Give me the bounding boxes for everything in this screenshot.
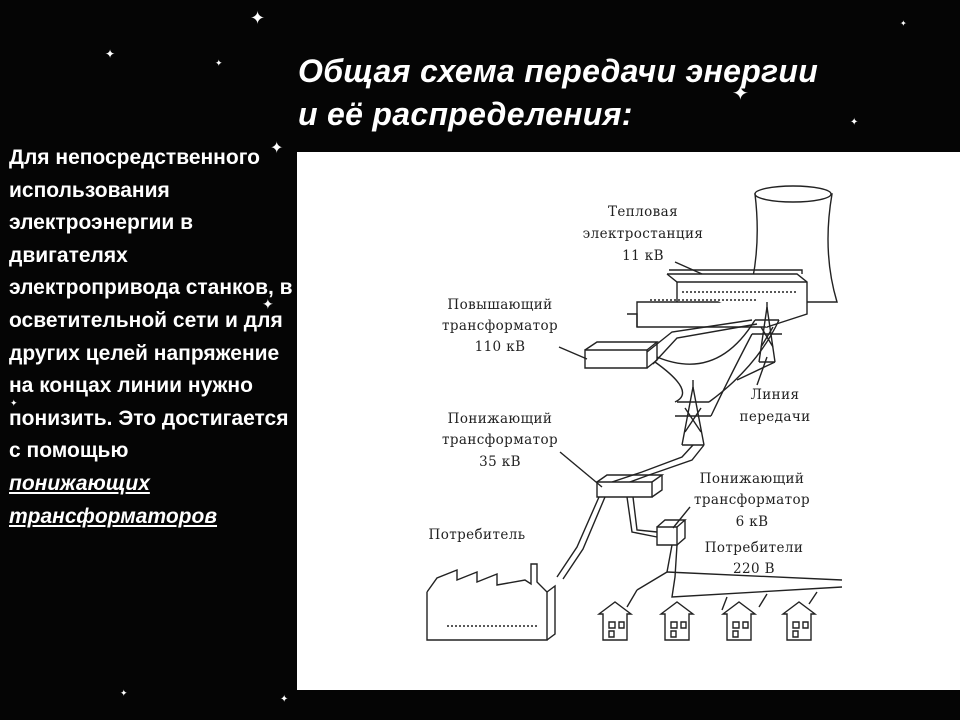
star-icon: ✦ xyxy=(732,81,749,105)
star-icon: ✦ xyxy=(262,297,274,313)
side-emphasis-2: трансформаторов xyxy=(9,504,218,528)
house-icon xyxy=(596,601,634,641)
star-icon: ✦ xyxy=(270,138,284,157)
step-down-transformer-35kv xyxy=(596,474,665,498)
step-up-transformer xyxy=(584,341,659,369)
star-icon: ✦ xyxy=(120,689,128,699)
label-step-up-2: трансформатор xyxy=(442,318,558,334)
star-icon: ✦ xyxy=(10,399,18,409)
house-icon xyxy=(658,601,696,641)
label-power-plant-2: электростанция xyxy=(583,226,704,242)
label-step-down-6-1: Понижающий xyxy=(700,471,805,487)
label-power-plant-1: Тепловая xyxy=(608,204,678,220)
label-step-down-6-3: 6 кВ xyxy=(736,514,769,530)
label-consumers-2: 220 В xyxy=(733,561,775,577)
label-consumers-1: Потребители xyxy=(705,540,804,556)
house-icon xyxy=(780,601,818,641)
side-text: Для непосредственного использования элек… xyxy=(9,146,293,463)
diagram-panel: Тепловая электростанция 11 кВ Повышающий… xyxy=(297,152,960,690)
label-step-down-35-1: Понижающий xyxy=(448,411,553,427)
house-icon xyxy=(720,601,758,641)
side-emphasis-1: понижающих xyxy=(9,471,150,495)
label-line-2: передачи xyxy=(739,409,810,425)
star-icon: ✦ xyxy=(850,117,859,128)
label-step-down-35-3: 35 кВ xyxy=(479,454,521,470)
label-power-plant-3: 11 кВ xyxy=(622,248,664,264)
label-step-up-1: Повышающий xyxy=(447,297,552,313)
power-plant xyxy=(627,269,808,328)
title-line-1: Общая схема передачи энергии xyxy=(298,53,819,89)
star-icon: ✦ xyxy=(215,59,223,69)
label-step-down-6-2: трансформатор xyxy=(694,492,810,508)
transmission-tower xyxy=(675,380,711,446)
title-line-2: и её распределения: xyxy=(298,96,633,132)
slide-title: Общая схема передачи энергии и её распре… xyxy=(298,50,938,136)
label-line-1: Линия xyxy=(751,387,800,403)
star-icon: ✦ xyxy=(105,47,116,61)
side-text-block: Для непосредственного использования элек… xyxy=(9,142,295,533)
step-down-transformer-6kv xyxy=(656,519,687,546)
label-consumer: Потребитель xyxy=(429,527,526,543)
factory xyxy=(426,563,556,641)
star-icon: ✦ xyxy=(280,694,289,705)
star-icon: ✦ xyxy=(900,19,907,28)
label-step-down-35-2: трансформатор xyxy=(442,432,558,448)
star-icon: ✦ xyxy=(250,8,266,29)
power-transmission-diagram: Тепловая электростанция 11 кВ Повышающий… xyxy=(426,185,843,641)
label-step-up-3: 110 кВ xyxy=(475,339,526,355)
